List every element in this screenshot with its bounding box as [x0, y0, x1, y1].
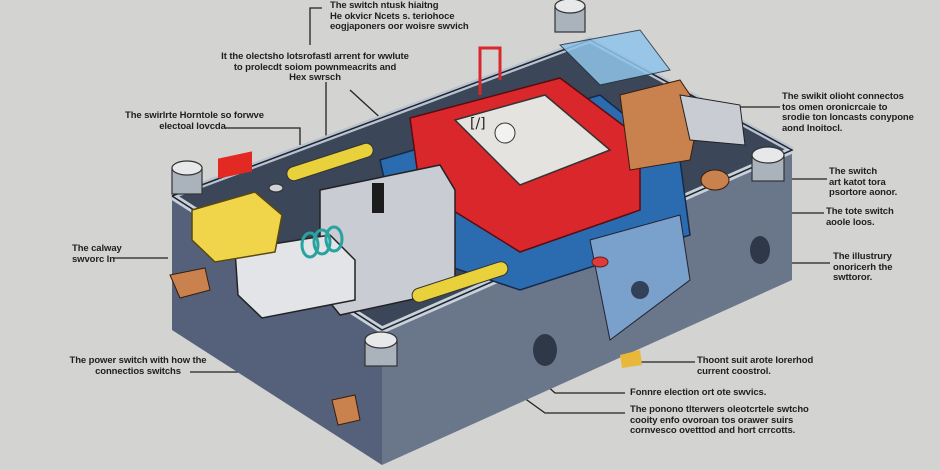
callout-line: electoal lovcda	[159, 120, 226, 132]
callout-line: The power switch with how the	[69, 355, 207, 366]
switch-cover	[453, 94, 612, 186]
terminal-block	[679, 94, 746, 146]
callout-line: It the olectsho lotsrofastl arrent for w…	[221, 51, 409, 62]
callout-line: Fonnre election ort ote swvics.	[630, 387, 767, 398]
callout-top: The switch ntusk hiaitng He okvicr Ncets…	[330, 0, 469, 33]
copper-terminal	[169, 267, 211, 299]
callout-top-center: It the olectsho lotsrofastl arrent for w…	[215, 51, 415, 84]
callout-left-middle: The calway swvorc ln	[72, 243, 122, 265]
callout-line: swvorc ln	[72, 253, 115, 265]
callout-line: The switch ntusk hiaitng	[330, 0, 439, 11]
callout-line: The tote switch	[826, 206, 894, 217]
callout-right-2: The switch art katot tora psortore aonor…	[829, 166, 898, 199]
callout-bottom-3: The ponono tlterwers oleotcrtele swtcho …	[630, 404, 809, 437]
callout-line: The calway	[72, 243, 122, 254]
housing-front-left	[172, 196, 382, 465]
copper-terminal	[700, 169, 730, 191]
blue-bracket	[589, 214, 691, 341]
callout-line: swttoror.	[833, 272, 873, 283]
callout-bottom-2: Fonnre election ort ote swvics.	[630, 387, 767, 399]
callout-left-lower: The power switch with how the connectios…	[68, 355, 208, 377]
callout-line: to prolecdt soiom pownmeacrits and	[233, 61, 397, 73]
relay-knob	[372, 183, 384, 213]
callout-line: connectios switchs	[95, 365, 181, 377]
yellow-cylinder	[286, 142, 374, 182]
callout-line: Hex swrsch	[289, 72, 341, 83]
callout-line: eogjaponers oor woisre swvich	[330, 21, 469, 32]
svg-text:[/]: [/]	[470, 116, 486, 132]
callout-line: srodie ton loncasts conypone	[782, 112, 914, 123]
callout-line: onoricerh the	[833, 261, 893, 273]
fuse-label	[218, 151, 252, 179]
coil	[300, 225, 344, 259]
callout-line: aond Inoitocl.	[782, 122, 843, 134]
callout-line: cooity enfo ovoroan tos orawer suirs	[630, 414, 794, 426]
callout-line: aoole loos.	[826, 216, 875, 228]
callout-line: The swikit olioht connectos	[782, 91, 904, 102]
callout-line: The swirlrte Horntole so forwve	[125, 110, 264, 121]
callout-line: art katot tora	[829, 176, 886, 188]
callout-right-4: The illustrury onoricerh the swttoror.	[833, 251, 893, 284]
callout-line: He okvicr Ncets s. teriohoce	[330, 10, 455, 22]
callout-right-top: The swikit olioht connectos tos omen oro…	[782, 91, 914, 134]
callout-line: The ponono tlterwers oleotcrtele swtcho	[630, 404, 809, 415]
callout-line: Thoont suit arote Iorerhod	[697, 355, 814, 366]
callout-line: The switch	[829, 166, 878, 177]
yellow-cylinder	[411, 261, 509, 303]
callout-line: The illustrury	[833, 251, 892, 262]
callout-bottom-1: Thoont suit arote Iorerhod current coost…	[697, 355, 814, 377]
callout-left-upper: The swirlrte Horntole so forwve electoal…	[125, 110, 264, 132]
yellow-fuse-block	[191, 191, 283, 263]
transparent-cover	[558, 29, 671, 86]
callout-line: cornvesco ovetttod and hort crrcotts.	[630, 425, 796, 436]
bolts	[171, 0, 785, 367]
copper-terminal	[331, 394, 361, 426]
callout-right-3: The tote switch aoole loos.	[826, 206, 894, 228]
callout-line: tos omen oronicrcaie to	[782, 101, 888, 113]
callout-line: psortore aonor.	[829, 187, 898, 198]
callout-line: current coostrol.	[697, 365, 771, 377]
